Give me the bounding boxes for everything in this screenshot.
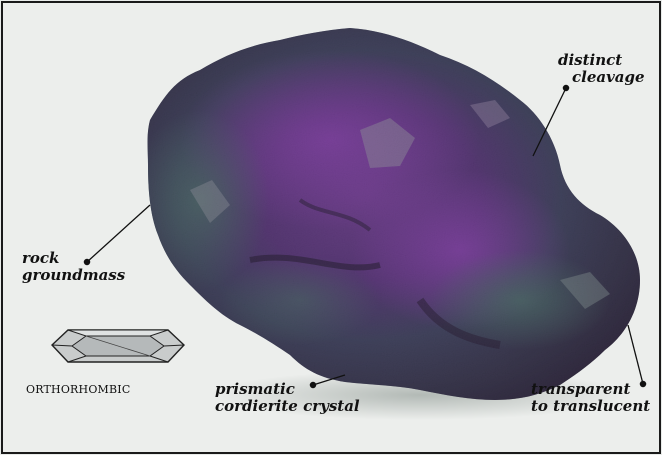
label-line: cleavage [558, 69, 645, 86]
label-line: prismatic [215, 381, 360, 398]
orthorhombic-crystal-icon [52, 330, 184, 362]
cleavage-dot [563, 85, 568, 90]
label-prismatic-cordierite-crystal: prismatic cordierite crystal [215, 381, 360, 415]
label-line: rock [22, 250, 125, 267]
label-line: distinct [558, 52, 645, 69]
label-crystal-system: ORTHORHOMBIC [26, 383, 130, 396]
label-line: transparent [531, 381, 650, 398]
label-transparent-to-translucent: transparent to translucent [531, 381, 650, 415]
label-line: cordierite crystal [215, 398, 360, 415]
label-line: groundmass [22, 267, 125, 284]
label-rock-groundmass: rock groundmass [22, 250, 125, 284]
label-distinct-cleavage: distinct cleavage [558, 52, 645, 86]
label-line: to translucent [531, 398, 650, 415]
